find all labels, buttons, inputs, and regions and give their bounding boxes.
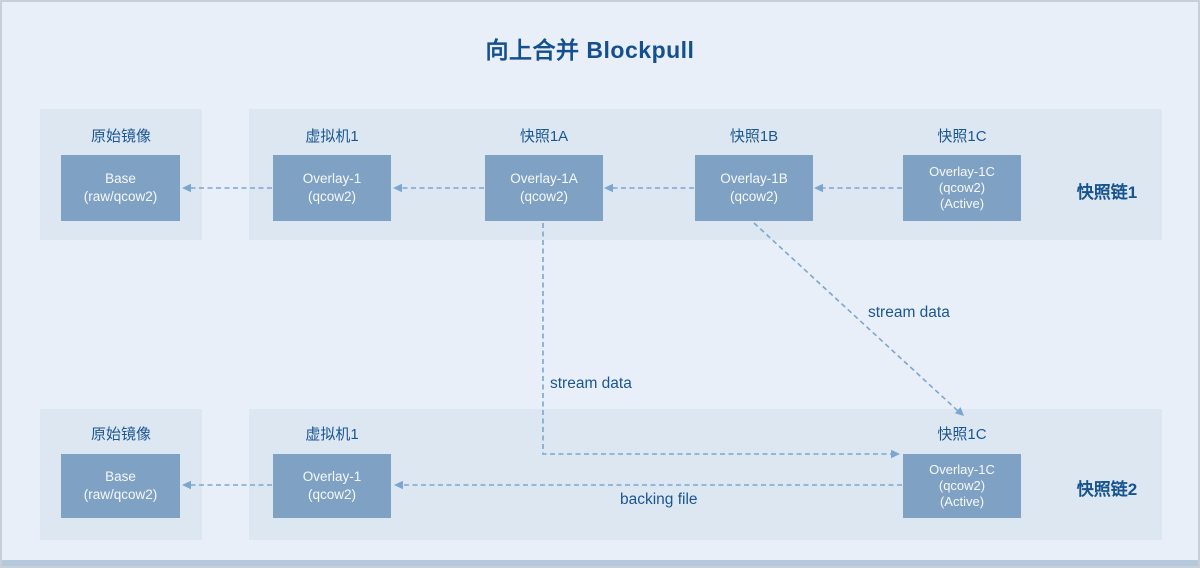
label-snapshot-1c-chain1: 快照1C	[937, 128, 987, 145]
node-overlay-1b: Overlay-1B (qcow2)	[695, 155, 813, 221]
node-text-line: (qcow2)	[519, 189, 568, 204]
node-text-line: (qcow2)	[938, 179, 986, 195]
chain1-label: 快照链1	[1076, 183, 1138, 202]
label-snapshot-1c-chain2: 快照1C	[937, 426, 987, 443]
origin-label-chain2: 原始镜像	[90, 426, 151, 443]
node-text-line: Base	[105, 171, 136, 187]
node-text-line: Base	[105, 469, 136, 485]
node-text-line: (qcow2)	[938, 477, 986, 493]
label-vm1-chain1: 虚拟机1	[305, 128, 359, 145]
origin-label-chain1: 原始镜像	[90, 128, 151, 145]
node-text-line: (Active)	[939, 494, 985, 510]
bottom-strip	[2, 560, 1198, 566]
node-text-line: Overlay-1A	[510, 171, 578, 187]
label-vm1-chain2: 虚拟机1	[305, 426, 359, 443]
node-text-line: Overlay-1	[302, 171, 362, 187]
node-overlay-1-chain2: Overlay-1 (qcow2)	[273, 454, 391, 518]
node-text-line: Overlay-1	[302, 469, 362, 485]
node-overlay-1c-chain2: Overlay-1C (qcow2) (Active)	[903, 454, 1021, 518]
panel-origin-chain1: 原始镜像 Base (raw/qcow2)	[40, 109, 202, 240]
panel-chain1: 虚拟机1 Overlay-1 (qcow2) 快照1A Overlay-1A (…	[249, 109, 1162, 240]
node-text-line: (Active)	[939, 196, 985, 212]
node-base-chain1: Base (raw/qcow2)	[61, 155, 180, 221]
node-text-line: (qcow2)	[307, 487, 356, 502]
node-text-line: Overlay-1C	[929, 163, 995, 179]
node-text-line: (raw/qcow2)	[83, 487, 158, 502]
node-overlay-1a: Overlay-1A (qcow2)	[485, 155, 603, 221]
node-overlay-1c-chain1: Overlay-1C (qcow2) (Active)	[903, 155, 1021, 221]
node-text-line: (raw/qcow2)	[83, 189, 158, 204]
stream-data-label-elbow: stream data	[550, 375, 632, 392]
label-snapshot-1a: 快照1A	[519, 128, 569, 145]
panel-chain2: 虚拟机1 Overlay-1 (qcow2) 快照1C Overlay-1C (…	[249, 409, 1162, 540]
panel-origin-chain2: 原始镜像 Base (raw/qcow2)	[40, 409, 202, 540]
node-overlay-1-chain1: Overlay-1 (qcow2)	[273, 155, 391, 221]
node-text-line: Overlay-1B	[720, 171, 788, 187]
diagram-title: 向上合并 Blockpull	[485, 37, 695, 63]
node-text-line: (qcow2)	[729, 189, 778, 204]
node-base-chain2: Base (raw/qcow2)	[61, 454, 180, 518]
stream-data-label-diagonal: stream data	[868, 304, 950, 321]
backing-file-label: backing file	[620, 491, 698, 508]
node-text-line: Overlay-1C	[929, 461, 995, 477]
node-text-line: (qcow2)	[307, 189, 356, 204]
label-snapshot-1b: 快照1B	[729, 128, 779, 145]
chain2-label: 快照链2	[1076, 480, 1138, 499]
